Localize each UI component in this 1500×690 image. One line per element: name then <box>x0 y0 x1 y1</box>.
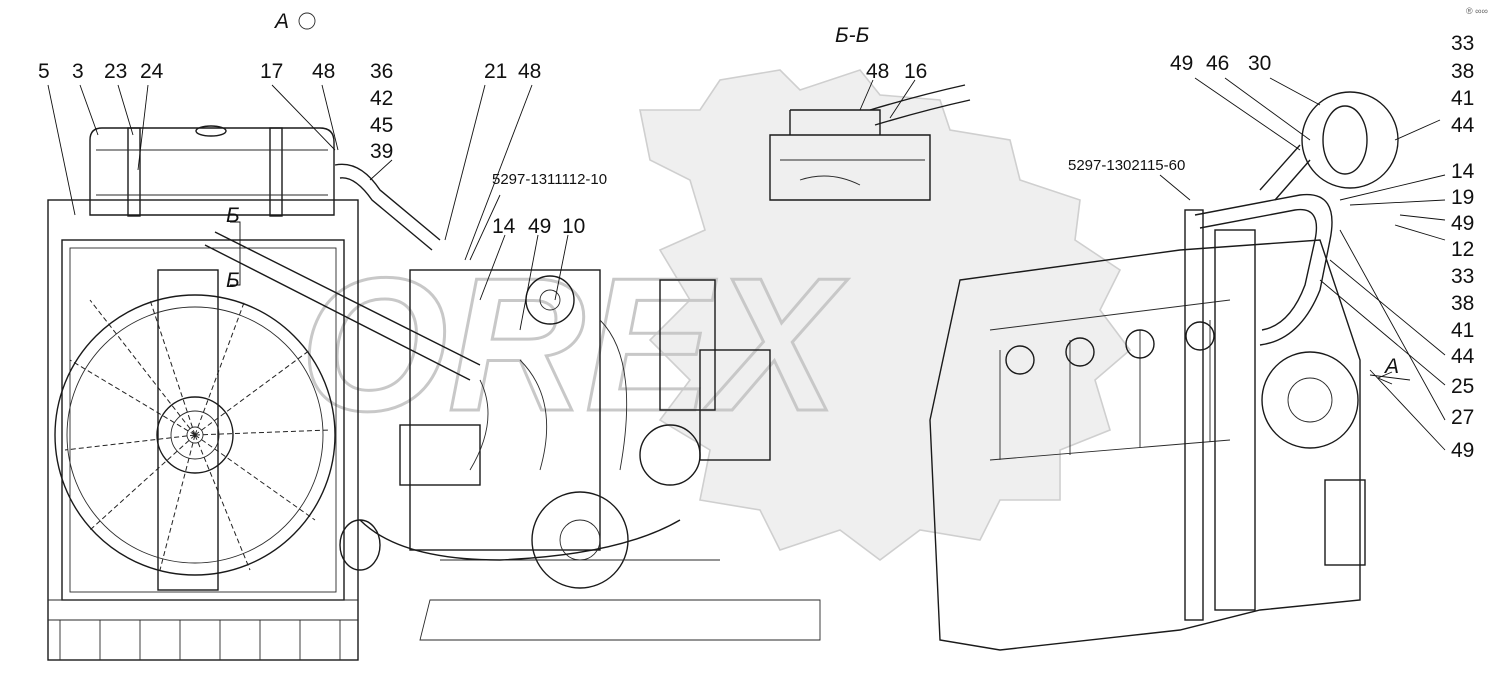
callout-48-left: 48 <box>312 60 335 83</box>
engine-side-view <box>929 91 1411 651</box>
callout-23: 23 <box>104 60 127 83</box>
watermark-brand: OREX <box>300 239 849 451</box>
callout-3: 3 <box>72 60 84 83</box>
callout-49-left: 49 <box>528 215 551 238</box>
radiator-assembly <box>47 125 481 661</box>
callout-17: 17 <box>260 60 283 83</box>
callout-38-a: 38 <box>1451 60 1474 83</box>
callout-38-b: 38 <box>1451 292 1474 315</box>
callout-45: 45 <box>370 114 393 137</box>
cut-mark-top: Б <box>226 204 240 227</box>
callout-21: 21 <box>484 60 507 83</box>
callout-14-right: 14 <box>1451 160 1475 183</box>
callout-19: 19 <box>1451 186 1474 209</box>
callout-14-left: 14 <box>492 215 516 238</box>
part-number-reservoir: 5297-1311112-10 <box>492 171 607 188</box>
callout-39: 39 <box>370 140 393 163</box>
section-bb-title: Б-Б <box>835 24 869 47</box>
part-number-cab-line: 5297-1302115-60 <box>1068 157 1185 174</box>
callout-49-bottom: 49 <box>1451 439 1474 462</box>
callout-24: 24 <box>140 60 164 83</box>
callout-5: 5 <box>38 60 50 83</box>
callout-48-section: 48 <box>866 60 889 83</box>
callout-36: 36 <box>370 60 393 83</box>
callout-27: 27 <box>1451 406 1474 429</box>
callout-44-b: 44 <box>1451 345 1475 368</box>
callout-30: 30 <box>1248 52 1271 75</box>
callout-33-b: 33 <box>1451 265 1474 288</box>
engine-front-view <box>339 269 821 641</box>
callout-46: 46 <box>1206 52 1229 75</box>
callout-42: 42 <box>370 87 393 110</box>
watermark-corner: ® ∞∞ <box>1466 6 1488 16</box>
callout-49-top: 49 <box>1170 52 1193 75</box>
callout-25: 25 <box>1451 375 1474 398</box>
callout-44-a: 44 <box>1451 114 1475 137</box>
callout-16: 16 <box>904 60 927 83</box>
callout-33-a: 33 <box>1451 32 1474 55</box>
watermark-gear <box>639 69 1132 561</box>
callout-41-a: 41 <box>1451 87 1474 110</box>
callout-49-mid: 49 <box>1451 212 1474 235</box>
cut-mark-bottom: Б <box>226 269 240 292</box>
view-a-arrow-label: А <box>1383 355 1399 378</box>
view-a-circle-icon <box>298 12 316 30</box>
callout-41-b: 41 <box>1451 319 1474 342</box>
view-a-title: А <box>273 10 289 33</box>
callout-12: 12 <box>1451 238 1474 261</box>
callout-48-mid: 48 <box>518 60 541 83</box>
callout-10: 10 <box>562 215 585 238</box>
leader-lines <box>47 77 1446 451</box>
section-bb <box>769 84 971 201</box>
